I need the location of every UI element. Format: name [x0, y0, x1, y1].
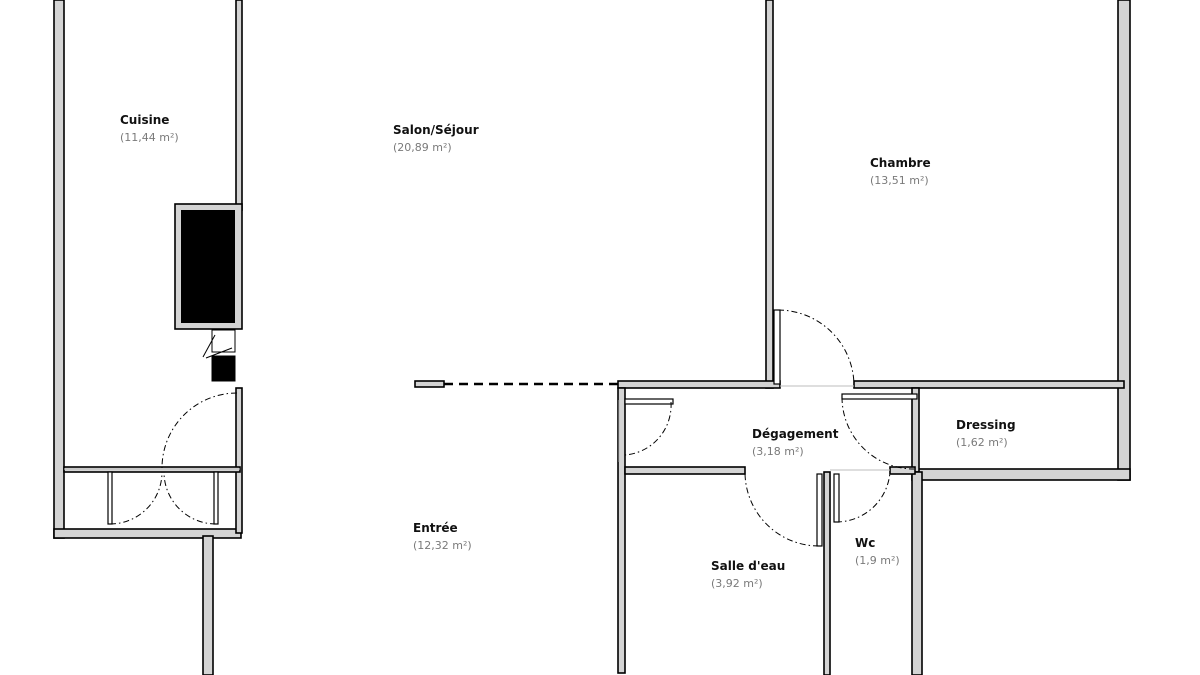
wall-dressing-bottom: [911, 468, 1131, 481]
cooktop: [210, 354, 237, 383]
wall-degagement-bottom-right: [889, 466, 916, 475]
room-area-degagement: (3,18 m²): [752, 445, 804, 458]
room-area-dressing: (1,62 m²): [956, 436, 1008, 449]
room-label-cuisine: Cuisine: [120, 113, 169, 127]
door-swing-chambre: [777, 309, 855, 387]
wall-kitchen-right-upper: [235, 0, 243, 211]
wall-degagement-top: [617, 380, 781, 389]
room-area-cuisine: (11,44 m²): [120, 131, 179, 144]
door-leaf-storage-left: [107, 471, 113, 525]
room-area-entree: (12,32 m²): [413, 539, 472, 552]
sink-tap-2: [205, 347, 233, 359]
half-wall-salon: [414, 380, 445, 388]
room-label-salon: Salon/Séjour: [393, 123, 479, 137]
room-label-wc: Wc: [855, 536, 875, 550]
room-area-salle-eau: (3,92 m²): [711, 577, 763, 590]
doors: [107, 309, 918, 547]
door-swing-storage-right: [163, 471, 217, 525]
room-label-dressing: Dressing: [956, 418, 1016, 432]
door-swing-wc: [835, 471, 891, 523]
door-swing-kitchen: [161, 392, 238, 469]
wall-kitchen-left: [53, 0, 65, 539]
wall-dressing-left: [911, 387, 920, 473]
wall-chambre-bottom: [853, 380, 1125, 389]
door-swing-salle-eau: [744, 471, 820, 547]
wall-wc-right: [911, 471, 923, 675]
door-leaf-degagement-entree: [624, 398, 674, 405]
room-area-chambre: (13,51 m²): [870, 174, 929, 187]
appliances: [181, 210, 237, 383]
wall-salon-chambre: [765, 0, 774, 389]
room-label-chambre: Chambre: [870, 156, 931, 170]
wall-entree-left: [202, 535, 214, 675]
room-area-salon: (20,89 m²): [393, 141, 452, 154]
sink-tap: [202, 334, 216, 358]
door-leaf-dressing: [841, 393, 918, 400]
door-swing-degagement-entree: [624, 401, 672, 456]
room-label-entree: Entrée: [413, 521, 458, 535]
door-leaf-chambre: [773, 309, 781, 385]
door-swing-dressing: [841, 396, 915, 470]
room-label-salle-eau: Salle d'eau: [711, 559, 785, 573]
room-area-wc: (1,9 m²): [855, 554, 900, 567]
door-leaf-wc: [833, 473, 840, 523]
room-labels: Cuisine (11,44 m²) Salon/Séjour (20,89 m…: [120, 113, 1016, 590]
room-label-degagement: Dégagement: [752, 427, 839, 441]
wall-degagement-left: [617, 387, 626, 674]
door-leaf-salle-eau: [816, 473, 823, 547]
wall-chambre-right: [1117, 0, 1131, 481]
door-leaf-storage-right: [213, 471, 219, 525]
wall-degagement-bottom: [624, 466, 746, 475]
wall-kitchen-right-lower: [235, 387, 243, 534]
wall-salle-wc: [823, 471, 831, 675]
fridge: [181, 210, 235, 323]
door-swing-storage-left: [109, 471, 163, 525]
